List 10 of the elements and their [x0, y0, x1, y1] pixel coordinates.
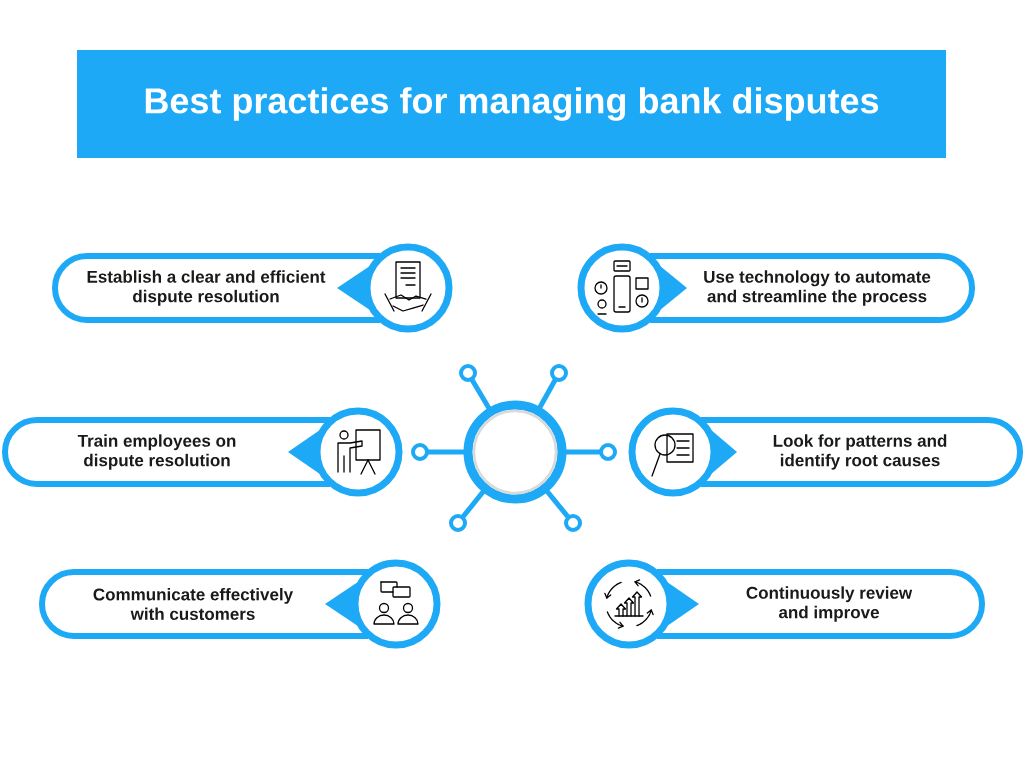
callout-pill: Use technology to automate and streamline the process: [577, 243, 975, 333]
node-label: Look for patterns and identify root causes: [773, 434, 947, 470]
title-banner: Best practices for managing bank disputes: [77, 50, 946, 158]
callout-pill: Communicate effectively with customers: [39, 559, 441, 649]
callout-pill: Continuously review and improve: [584, 559, 985, 649]
node-label: Use technology to automate and streamline the process: [704, 270, 931, 306]
node-label: Continuously review and improve: [746, 586, 913, 622]
callout-pill: Train employees on dispute resolution: [2, 407, 403, 497]
callout-pill: Look for patterns and identify root causes: [628, 407, 1023, 497]
callout-pill: Establish a clear and efficient dispute resolution: [52, 243, 453, 333]
